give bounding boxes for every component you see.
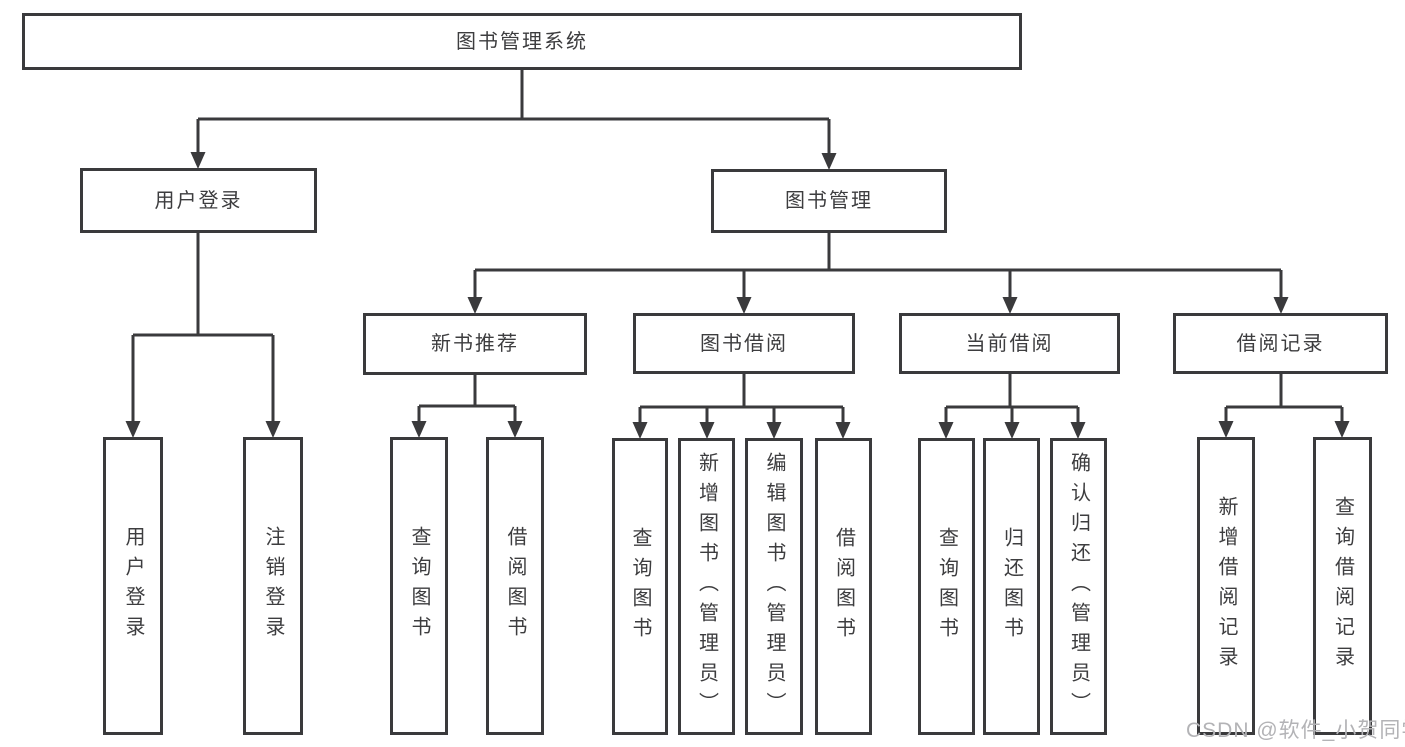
arrowhead-icon: [1334, 421, 1350, 438]
node-label: 借阅记录: [1236, 332, 1325, 355]
arrowhead-icon: [699, 422, 715, 439]
node-user-login: 用户登录: [80, 168, 317, 233]
node-label: 借阅图书: [504, 526, 526, 646]
node-label: 图书管理系统: [456, 30, 588, 53]
node-label: 查询图书: [935, 526, 958, 647]
arrowhead-icon: [265, 421, 281, 438]
node-leaf-return-books: 归还图书: [983, 438, 1040, 735]
node-leaf-borrow-books-2: 借阅图书: [815, 438, 872, 735]
node-label: 用户登录: [154, 189, 243, 212]
node-label: 查询借阅记录: [1331, 496, 1354, 676]
node-label: 图书借阅: [700, 332, 788, 355]
node-leaf-search-borrow-record: 查询借阅记录: [1313, 437, 1372, 735]
node-label: 用户登录: [122, 526, 144, 646]
node-book-management: 图书管理: [711, 169, 947, 233]
arrowhead-icon: [411, 421, 427, 438]
arrowhead-icon: [1218, 421, 1234, 438]
node-leaf-user-login: 用户登录: [103, 437, 163, 735]
arrowhead-icon: [736, 297, 752, 314]
node-leaf-edit-books-admin: 编辑图书（管理员）: [745, 438, 803, 735]
arrowhead-icon: [1002, 297, 1018, 314]
node-leaf-add-borrow-record: 新增借阅记录: [1197, 437, 1255, 735]
node-leaf-confirm-return-admin: 确认归还（管理员）: [1050, 438, 1107, 735]
node-label: 确认归还（管理员）: [1067, 451, 1090, 722]
node-label: 查询图书: [629, 526, 651, 647]
node-label: 新书推荐: [431, 333, 519, 355]
node-borrowing-records: 借阅记录: [1173, 313, 1388, 374]
arrowhead-icon: [507, 421, 523, 438]
arrowhead-icon: [1004, 422, 1020, 439]
node-label: 当前借阅: [965, 332, 1054, 355]
node-label: 新增借阅记录: [1215, 496, 1237, 676]
node-book-borrowing: 图书借阅: [633, 313, 855, 374]
node-label: 查询图书: [408, 526, 430, 646]
watermark: CSDN @软件_小贺同学: [1186, 719, 1405, 742]
node-label: 归还图书: [1000, 526, 1023, 647]
arrowhead-icon: [125, 421, 141, 438]
arrowhead-icon: [1273, 297, 1289, 314]
node-label: 借阅图书: [832, 526, 855, 647]
node-leaf-search-books-2: 查询图书: [612, 438, 668, 735]
node-leaf-add-books-admin: 新增图书（管理员）: [678, 438, 735, 735]
arrowhead-icon: [766, 422, 782, 439]
node-leaf-search-books-3: 查询图书: [918, 438, 975, 735]
node-leaf-search-books-1: 查询图书: [390, 437, 448, 735]
arrowhead-icon: [938, 422, 954, 439]
arrowhead-icon: [190, 152, 206, 169]
arrowhead-icon: [1070, 422, 1086, 439]
node-current-borrowing: 当前借阅: [899, 313, 1120, 374]
node-leaf-borrow-books-1: 借阅图书: [486, 437, 544, 735]
arrowhead-icon: [821, 153, 837, 170]
node-leaf-logout: 注销登录: [243, 437, 303, 735]
node-label: 图书管理: [785, 190, 873, 212]
arrowhead-icon: [467, 297, 483, 314]
node-label: 新增图书（管理员）: [695, 451, 718, 722]
arrowhead-icon: [835, 422, 851, 439]
node-label: 编辑图书（管理员）: [763, 451, 785, 722]
node-new-book-recommendation: 新书推荐: [363, 313, 587, 375]
node-library-management-system: 图书管理系统: [22, 13, 1022, 70]
arrowhead-icon: [632, 422, 648, 439]
node-label: 注销登录: [262, 526, 284, 646]
